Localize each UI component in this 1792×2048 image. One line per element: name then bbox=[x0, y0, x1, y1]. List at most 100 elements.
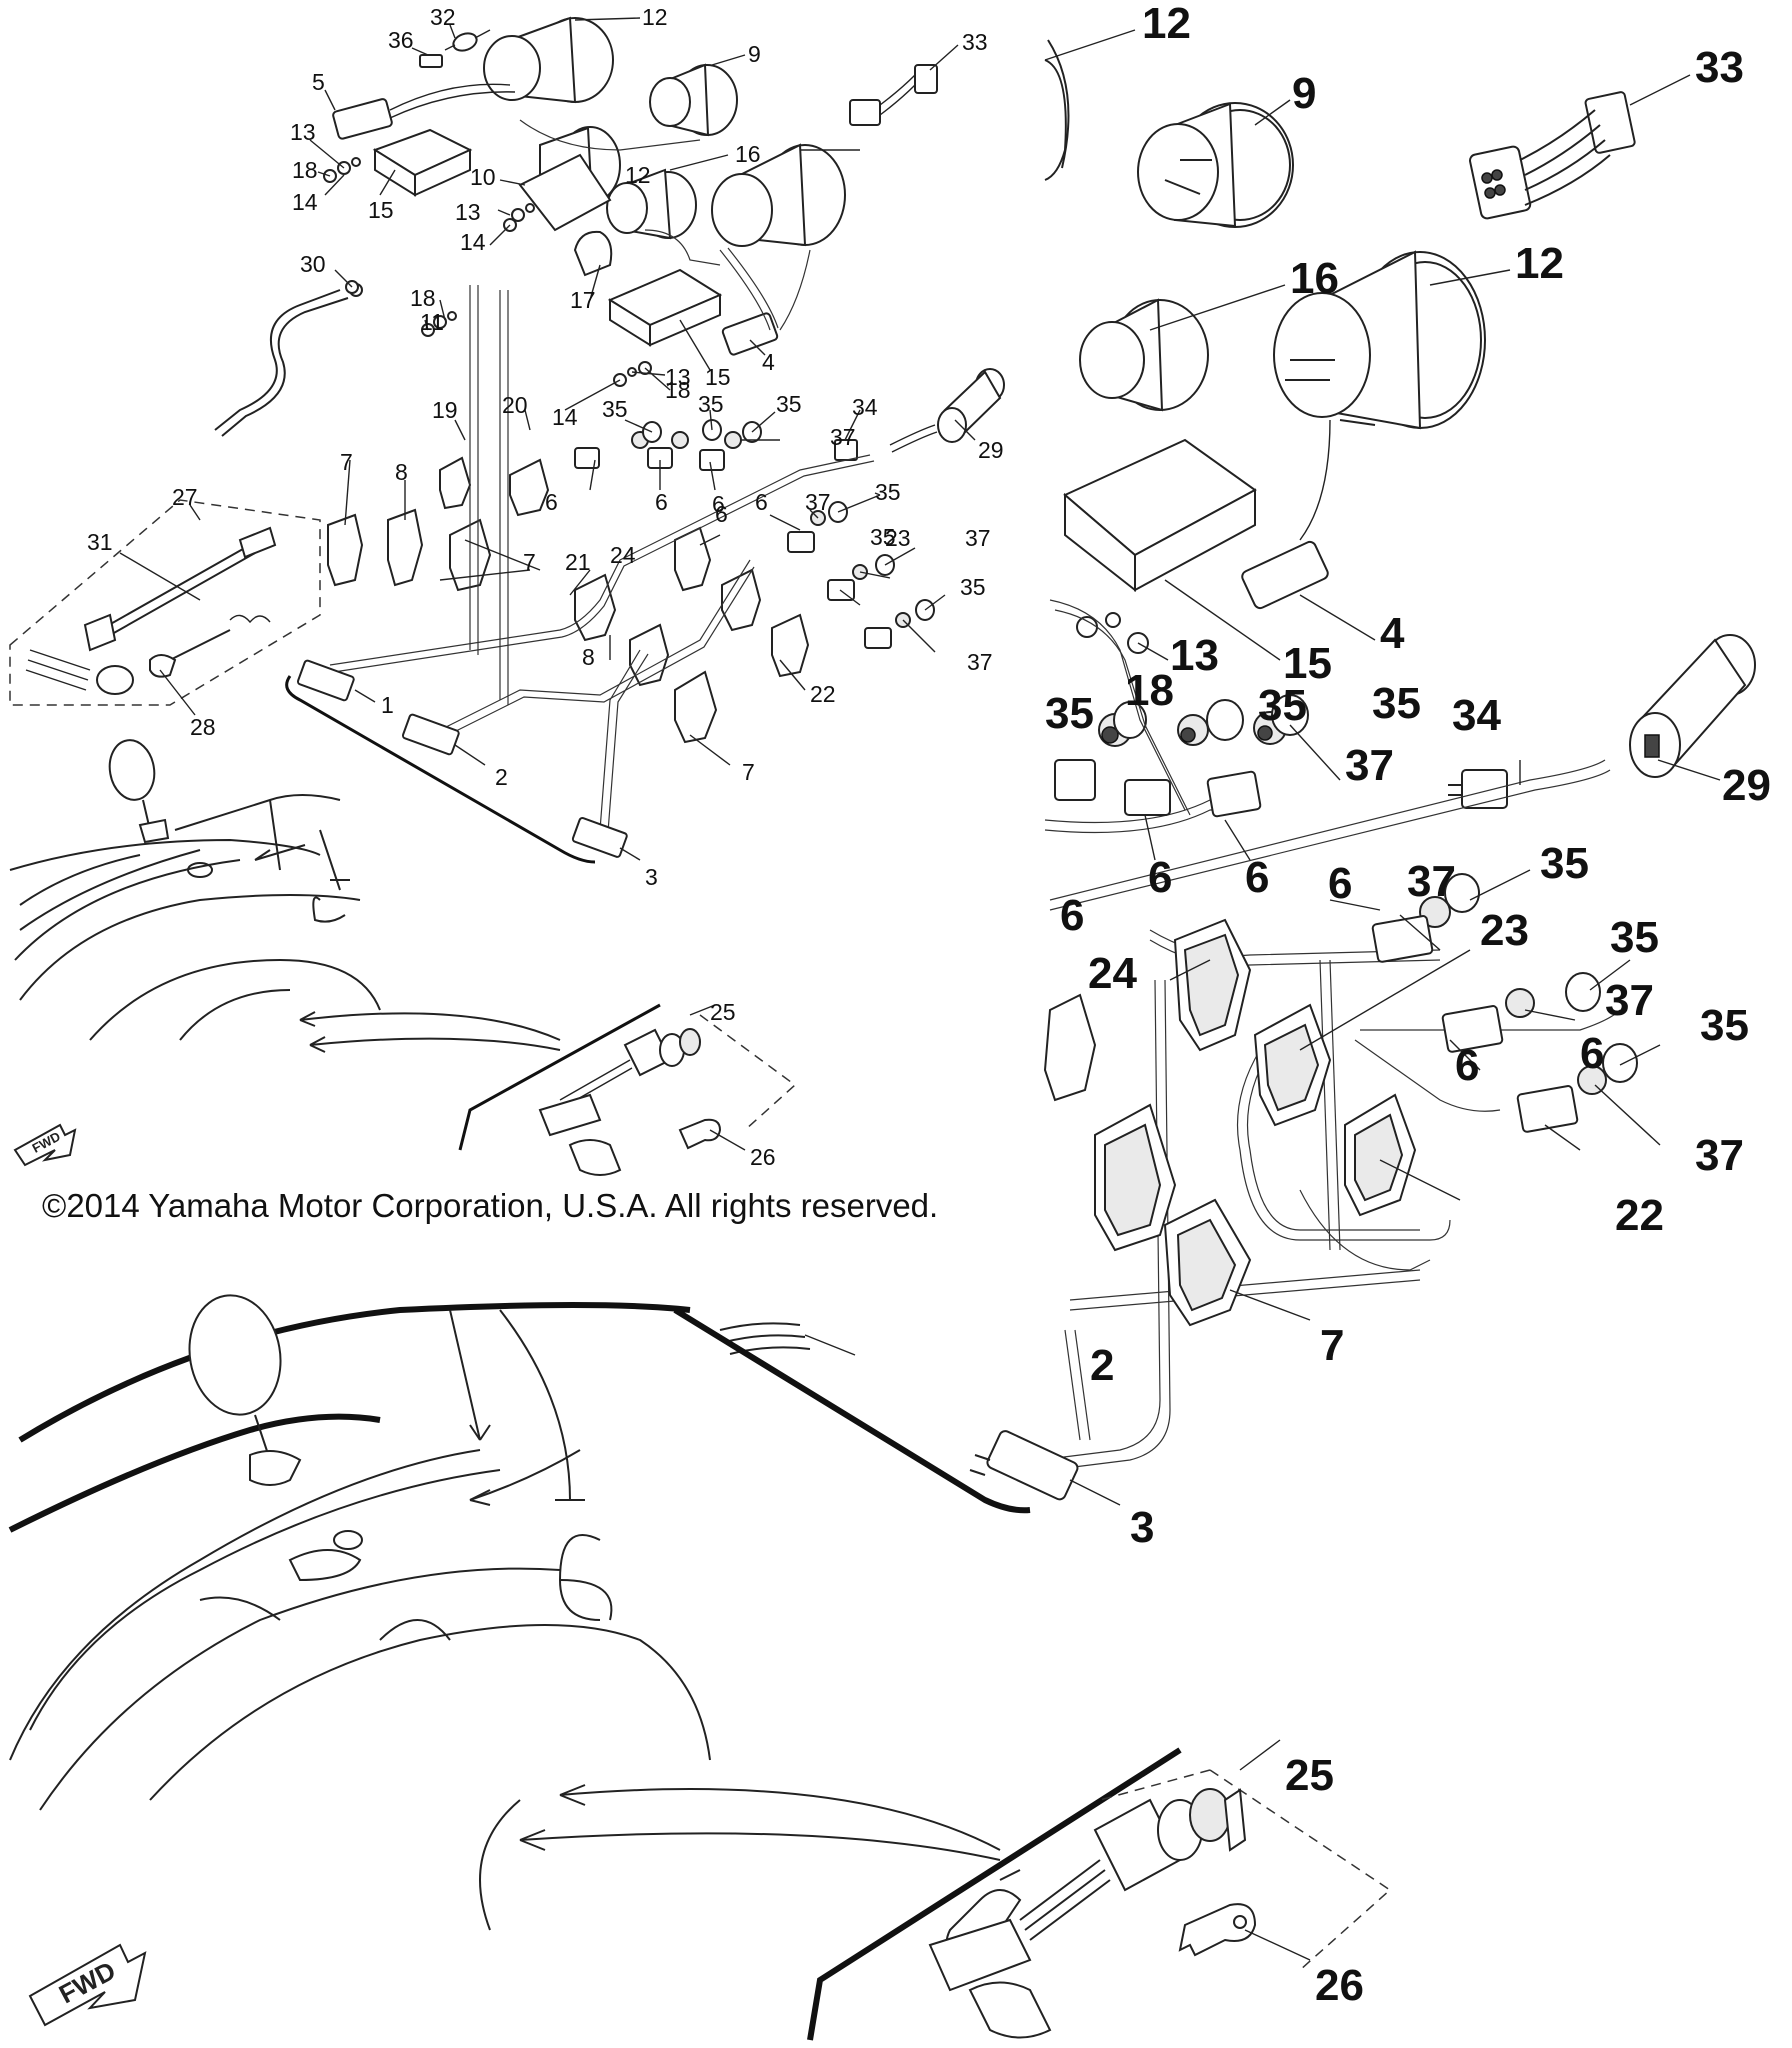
part-number-label: 18 bbox=[410, 285, 436, 311]
part-number-label: 17 bbox=[570, 287, 596, 313]
part-number-label: 35 bbox=[870, 524, 896, 550]
part-number-label: 27 bbox=[172, 484, 198, 510]
part-number-label: 6 bbox=[1148, 853, 1172, 902]
wiring-small bbox=[329, 119, 875, 833]
part-number-label: 15 bbox=[368, 197, 394, 223]
small-leaders bbox=[119, 17, 976, 1151]
part-number-label: 6 bbox=[1455, 1041, 1479, 1090]
part-number-label: 37 bbox=[965, 525, 991, 551]
part-number-label: 16 bbox=[1290, 254, 1339, 303]
part-number-label: 6 bbox=[655, 489, 668, 515]
copyright-text: ©2014 Yamaha Motor Corporation, U.S.A. A… bbox=[42, 1187, 938, 1224]
part-number-label: 35 bbox=[1610, 913, 1659, 962]
part-number-label: 35 bbox=[1372, 679, 1421, 728]
part-number-label: 6 bbox=[712, 491, 725, 517]
connectors-6-large bbox=[1054, 759, 1579, 1133]
part-number-label: 37 bbox=[1605, 976, 1654, 1025]
large-leaders bbox=[804, 29, 1721, 1961]
part-number-label: 34 bbox=[852, 394, 878, 420]
part-number-label: 12 bbox=[1515, 239, 1564, 288]
part-number-label: 14 bbox=[292, 189, 318, 215]
part-number-label: 28 bbox=[190, 714, 216, 740]
part-number-label: 37 bbox=[967, 649, 993, 675]
part-number-label: 2 bbox=[495, 764, 508, 790]
part-number-label: 15 bbox=[705, 364, 731, 390]
part-number-label: 13 bbox=[1170, 631, 1219, 680]
part-number-label: 16 bbox=[735, 141, 761, 167]
part-number-label: 6 bbox=[1328, 859, 1352, 908]
part-number-label: 35 bbox=[698, 391, 724, 417]
part-number-label: 11 bbox=[420, 309, 444, 335]
part-number-label: 6 bbox=[755, 489, 768, 515]
part-number-label: 21 bbox=[565, 549, 591, 575]
part-number-label: 25 bbox=[710, 999, 736, 1025]
part-number-label: 6 bbox=[1060, 891, 1084, 940]
connector-4-large bbox=[1241, 419, 1331, 610]
part-number-label: 15 bbox=[1283, 639, 1332, 688]
switches-small bbox=[327, 456, 810, 744]
part-number-label: 26 bbox=[750, 1144, 776, 1170]
part-number-label: 6 bbox=[545, 489, 558, 515]
part-number-label: 30 bbox=[300, 251, 326, 277]
part-number-label: 37 bbox=[830, 424, 856, 450]
switches-large bbox=[1043, 918, 1417, 1327]
part-number-label: 25 bbox=[1285, 1751, 1334, 1800]
part-number-label: 12 bbox=[1142, 0, 1191, 48]
part-number-label: 7 bbox=[523, 549, 536, 575]
small-view bbox=[9, 16, 1005, 2027]
part-number-label: 34 bbox=[1452, 691, 1501, 740]
part-number-label: 13 bbox=[290, 119, 316, 145]
part-number-label: 33 bbox=[962, 29, 988, 55]
part-number-label: 9 bbox=[748, 41, 761, 67]
part-number-label: 37 bbox=[1345, 741, 1394, 790]
part-number-label: 35 bbox=[875, 479, 901, 505]
part-number-label: 20 bbox=[502, 392, 528, 418]
part-number-label: 3 bbox=[645, 864, 658, 890]
part-number-label: 18 bbox=[1125, 666, 1174, 715]
part-number-label: 4 bbox=[1380, 609, 1405, 658]
part-number-label: 19 bbox=[432, 397, 458, 423]
part-number-label: 26 bbox=[1315, 1961, 1364, 2010]
part-number-label: 13 bbox=[455, 199, 481, 225]
part-number-label: 22 bbox=[1615, 1191, 1664, 1240]
part-number-label: 7 bbox=[340, 449, 353, 475]
part-number-label: 35 bbox=[960, 574, 986, 600]
part-number-label: 8 bbox=[582, 644, 595, 670]
part-number-label: 32 bbox=[430, 4, 456, 30]
part-number-label: 35 bbox=[1045, 689, 1094, 738]
connector-2-large bbox=[719, 1322, 811, 1355]
connector-3-large bbox=[969, 1430, 1079, 1501]
part-number-label: 18 bbox=[665, 377, 691, 403]
part-number-label: 18 bbox=[292, 157, 318, 183]
part-number-label: 12 bbox=[642, 4, 668, 30]
part-number-label: 6 bbox=[1245, 853, 1269, 902]
part-number-label: 8 bbox=[395, 459, 408, 485]
part-number-label: 29 bbox=[1722, 761, 1771, 810]
part-number-label: 9 bbox=[1292, 69, 1316, 118]
part-number-label: 23 bbox=[1480, 906, 1529, 955]
part-number-label: 14 bbox=[460, 229, 486, 255]
part-number-label: 31 bbox=[87, 529, 113, 555]
part-number-label: 1 bbox=[381, 692, 394, 718]
part-number-label: 5 bbox=[312, 69, 325, 95]
part-number-label: 7 bbox=[1320, 1321, 1344, 1370]
gauge-16-large bbox=[1079, 298, 1209, 412]
part-number-label: 6 bbox=[1580, 1029, 1604, 1078]
part-number-label: 37 bbox=[805, 489, 831, 515]
key-panel-large bbox=[807, 1747, 1392, 2041]
part-number-label: 35 bbox=[776, 391, 802, 417]
part-number-label: 35 bbox=[602, 396, 628, 422]
part-number-label: 7 bbox=[742, 759, 755, 785]
part-number-label: 29 bbox=[978, 437, 1004, 463]
part-number-label: 10 bbox=[470, 164, 496, 190]
part-number-label: 33 bbox=[1695, 43, 1744, 92]
connector-33-large bbox=[1469, 91, 1636, 220]
part-number-label: 2 bbox=[1090, 1341, 1114, 1390]
part-number-label: 35 bbox=[1258, 681, 1307, 730]
gauge-12-large bbox=[1273, 250, 1486, 430]
part-number-label: 14 bbox=[552, 404, 578, 430]
large-view bbox=[719, 39, 1756, 1501]
